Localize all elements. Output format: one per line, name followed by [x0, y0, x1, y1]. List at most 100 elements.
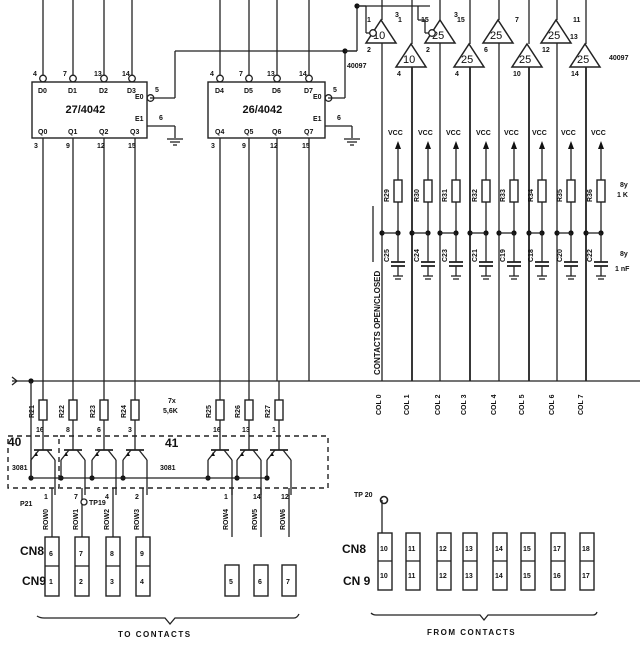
- npn-transistor-icon: [122, 449, 148, 461]
- input-label: D1: [68, 88, 77, 95]
- pin-number: 3: [34, 143, 38, 150]
- pin-number: 4: [33, 71, 37, 78]
- cn9-pin: 2: [79, 579, 83, 586]
- input-label: D5: [244, 88, 253, 95]
- cn8-pin: 18: [582, 546, 590, 553]
- transistor-array-40-outline: [7, 435, 60, 489]
- pin-number: 6: [97, 427, 101, 434]
- pin-number: 7: [515, 17, 519, 24]
- column-label: COL 4: [491, 394, 498, 415]
- cn8-label: CN8: [342, 542, 366, 556]
- pin-number: 4: [455, 71, 459, 78]
- resistor-value-note: 5,6K: [163, 408, 178, 415]
- capacitor-label: C22: [587, 249, 594, 262]
- chip-name: 27/4042: [66, 104, 106, 116]
- input-label: D2: [99, 88, 108, 95]
- cn9-pin: 16: [553, 573, 561, 580]
- array-part: 3081: [12, 465, 28, 472]
- cn9-pin: 12: [439, 573, 447, 580]
- resistor-label: R21: [29, 405, 36, 418]
- enable-inversion-bubble: [428, 29, 436, 37]
- cn9-pin: 15: [523, 573, 531, 580]
- vcc-arrow-icon: [425, 141, 431, 149]
- enable-inversion-bubble: [369, 29, 377, 37]
- cn9-pin: 6: [258, 579, 262, 586]
- emitter-arrow: [211, 452, 215, 456]
- resistor-label: R24: [121, 405, 128, 418]
- resistor-label: R22: [59, 405, 66, 418]
- contacts-open-closed-label: CONTACTS OPEN/CLOSED: [373, 270, 382, 375]
- cn9-pin: 17: [582, 573, 590, 580]
- capacitor-label: C19: [500, 249, 507, 262]
- collector: [107, 449, 117, 461]
- output-label: Q1: [68, 129, 77, 136]
- pin-number: 12: [542, 47, 550, 54]
- pin-number: 14: [253, 494, 261, 501]
- cn8-pin: 14: [495, 546, 503, 553]
- cn8-pin: 13: [465, 546, 473, 553]
- pin-number: 13: [570, 34, 578, 41]
- buffer-part-number: 40097: [609, 55, 629, 62]
- vcc-label: VCC: [388, 130, 403, 137]
- input-inversion-bubble: [216, 74, 224, 83]
- pin-number: 15: [421, 17, 429, 24]
- test-point-label: TP 20: [354, 492, 373, 499]
- resistor-label: R29: [384, 189, 391, 202]
- input-label: D6: [272, 88, 281, 95]
- pin-number: 16: [213, 427, 221, 434]
- test-point-label: TP19: [89, 500, 106, 507]
- output-label: Q6: [272, 129, 281, 136]
- input-inversion-bubble: [100, 74, 108, 83]
- pin-number: 4: [397, 71, 401, 78]
- test-point-label: P21: [20, 501, 33, 508]
- vcc-arrow-icon: [483, 141, 489, 149]
- ground-icon: [167, 138, 183, 146]
- pullup-resistor: [451, 179, 461, 203]
- pin-number: 14: [122, 71, 130, 78]
- buffer-part-number: 40097: [347, 63, 367, 70]
- gate-type: 25: [490, 30, 502, 42]
- vcc-arrow-icon: [568, 141, 574, 149]
- vcc-label: VCC: [504, 130, 519, 137]
- output-label: Q2: [99, 129, 108, 136]
- npn-transistor-icon: [236, 449, 262, 461]
- cn9-pin: 10: [380, 573, 388, 580]
- column-label: COL 0: [376, 394, 383, 415]
- row-label: ROW0: [43, 509, 50, 530]
- chip-name: 26/4042: [243, 104, 283, 116]
- pin-number: 14: [571, 71, 579, 78]
- row-label: ROW5: [252, 509, 259, 530]
- vcc-label: VCC: [591, 130, 606, 137]
- npn-transistor-icon: [266, 449, 292, 461]
- collector: [252, 449, 262, 461]
- resistor-label: R34: [528, 189, 535, 202]
- pin-number: 7: [63, 71, 67, 78]
- capacitor-label: C18: [528, 249, 535, 262]
- pullup-resistor: [596, 179, 606, 203]
- vcc-arrow-icon: [598, 141, 604, 149]
- resistor-label: R30: [414, 189, 421, 202]
- cn8-pin: 10: [380, 546, 388, 553]
- npn-transistor-icon: [91, 449, 117, 461]
- cn9-pin: 5: [229, 579, 233, 586]
- row-resistor: [215, 399, 225, 421]
- pin-number: 14: [299, 71, 307, 78]
- output-label: Q7: [304, 129, 313, 136]
- cn8-pin: 15: [523, 546, 531, 553]
- collector: [282, 449, 292, 461]
- cn9-label: CN9: [22, 574, 46, 588]
- cn9-label: CN 9: [343, 574, 371, 588]
- capacitor-count-note: 8y: [620, 251, 628, 258]
- input-inversion-bubble: [305, 74, 313, 83]
- cn9-pin: 13: [465, 573, 473, 580]
- cn9-pin: 1: [49, 579, 53, 586]
- input-inversion-bubble: [273, 74, 281, 83]
- capacitor-label: C21: [472, 249, 479, 262]
- pin-number: 2: [367, 47, 371, 54]
- pin-number: 2: [135, 494, 139, 501]
- emitter-arrow: [126, 452, 130, 456]
- vcc-label: VCC: [418, 130, 433, 137]
- pin-number: 4: [210, 71, 214, 78]
- e0-label: E0: [313, 94, 322, 101]
- input-label: D4: [215, 88, 224, 95]
